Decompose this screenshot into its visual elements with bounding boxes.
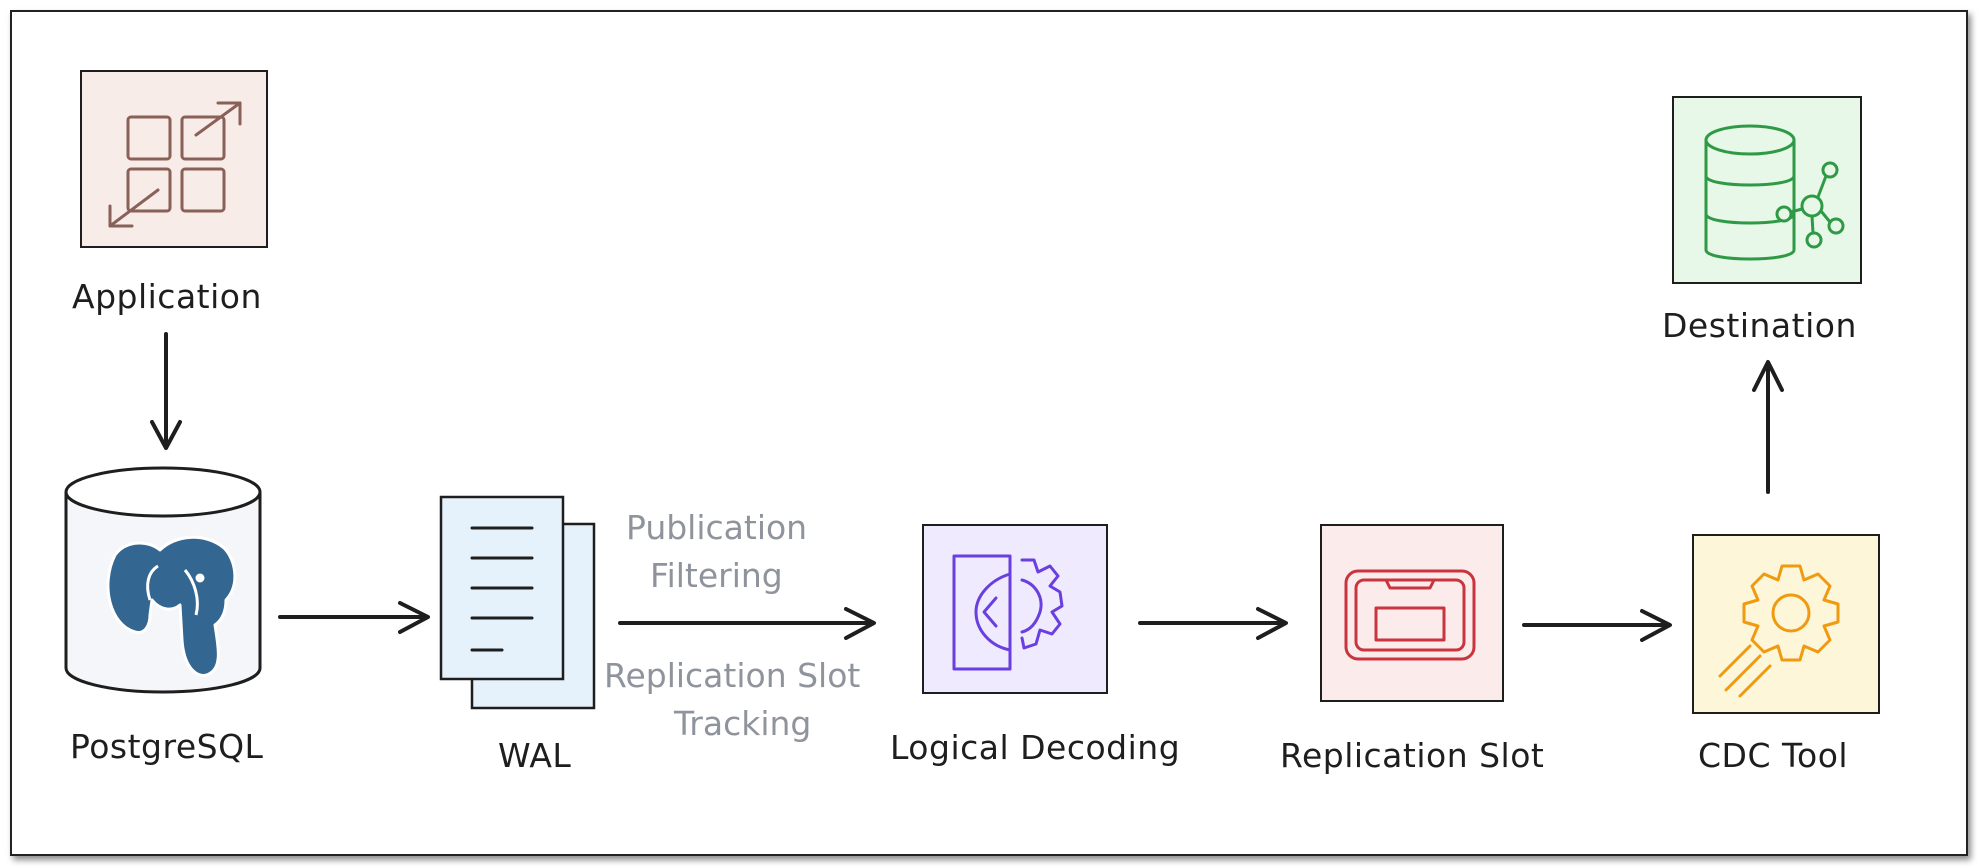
- edge-note-tracking: Tracking: [674, 704, 812, 743]
- wal-label: WAL: [498, 736, 572, 775]
- destination-label: Destination: [1662, 306, 1857, 345]
- postgresql-label: PostgreSQL: [70, 727, 264, 766]
- replication-slot-label: Replication Slot: [1280, 736, 1545, 775]
- edge-note-publication: Publication: [626, 508, 808, 547]
- edge-note-filtering: Filtering: [650, 556, 783, 595]
- application-label: Application: [72, 277, 262, 316]
- cdc-tool-label: CDC Tool: [1698, 736, 1849, 775]
- edge-note-replication-slot: Replication Slot: [604, 656, 861, 695]
- cdc-tool-node[interactable]: [1692, 534, 1880, 714]
- destination-node[interactable]: [1672, 96, 1862, 284]
- logical-decoding-label: Logical Decoding: [890, 728, 1181, 767]
- diagram-frame: [10, 10, 1968, 856]
